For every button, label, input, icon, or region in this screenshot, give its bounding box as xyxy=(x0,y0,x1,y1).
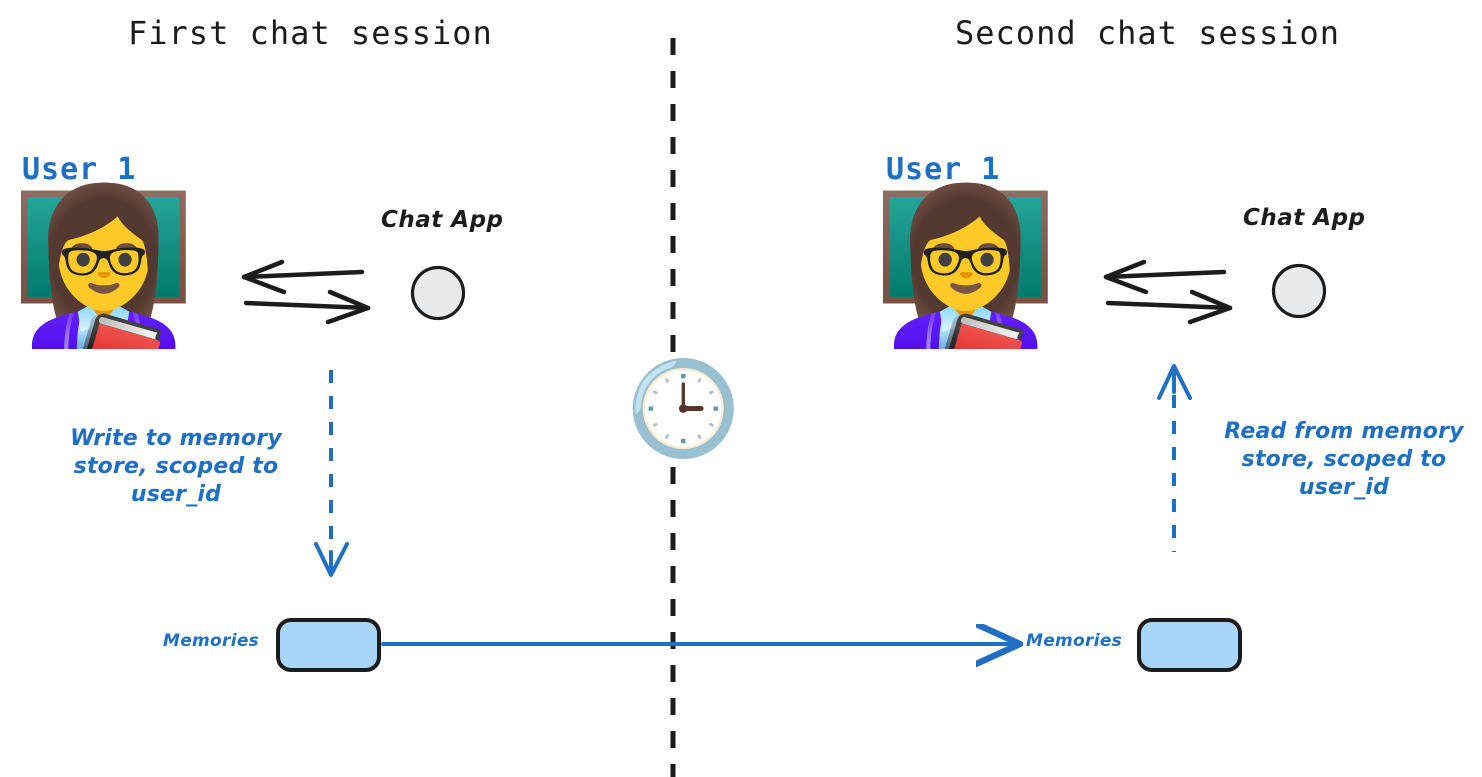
read-note-line-2: store, scoped to xyxy=(1241,447,1447,473)
read-arrow-dashed xyxy=(1157,364,1192,552)
read-note-line-1: Read from memory xyxy=(1224,419,1464,444)
write-note-line-1: Write to memory xyxy=(70,426,282,451)
memory-store-box-left xyxy=(276,618,381,672)
write-arrow-dashed xyxy=(314,370,349,577)
chat-app-node-left xyxy=(410,265,466,321)
write-note-line-3: user_id xyxy=(130,482,222,508)
chat-app-label-first: Chat App xyxy=(381,207,504,233)
woman-teacher-emoji-first: 👩‍🏫 xyxy=(10,180,197,354)
memory-store-box-right xyxy=(1137,618,1242,672)
exchange-arrows-left xyxy=(241,259,371,325)
session-title-first: First chat session xyxy=(128,14,493,52)
memories-label-left: Memories xyxy=(163,631,260,651)
write-note: Write to memory store, scoped to user_id xyxy=(36,425,316,509)
chat-app-node-right xyxy=(1271,263,1327,319)
exchange-arrows-right xyxy=(1103,259,1233,325)
session-title-second: Second chat session xyxy=(955,14,1341,52)
write-note-line-2: store, scoped to xyxy=(73,454,279,480)
user-label-first: User 1 xyxy=(22,152,137,187)
clock-emoji: 🕒 xyxy=(626,355,741,462)
read-note-line-3: user_id xyxy=(1298,475,1390,501)
memories-label-right: Memories xyxy=(1026,631,1123,651)
chat-app-label-second: Chat App xyxy=(1243,205,1366,231)
user-label-second: User 1 xyxy=(886,152,1001,187)
read-note: Read from memory store, scoped to user_i… xyxy=(1206,418,1482,502)
woman-teacher-emoji-second: 👩‍🏫 xyxy=(872,180,1059,354)
